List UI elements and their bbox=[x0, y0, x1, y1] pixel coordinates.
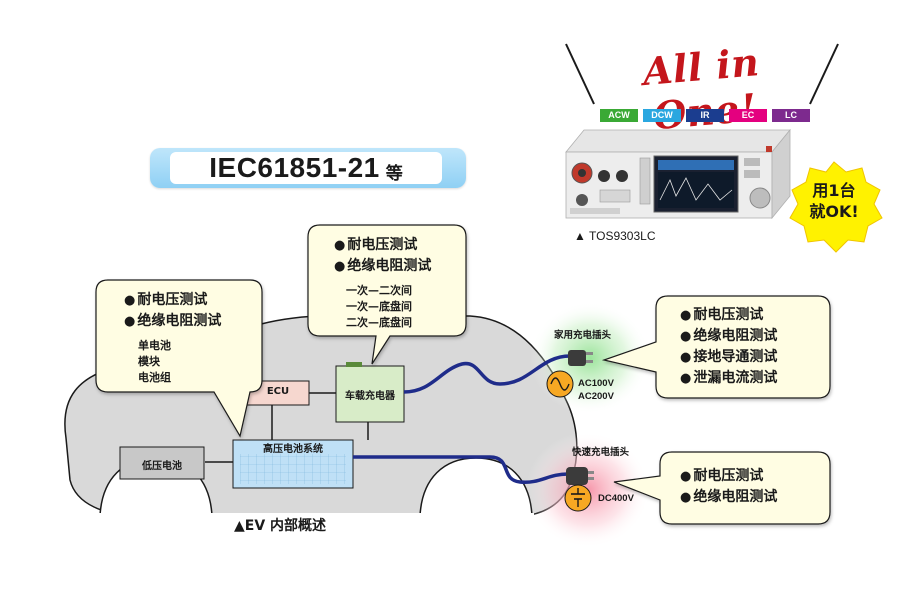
ac-source-icon bbox=[546, 370, 574, 398]
bullet-icon: ● bbox=[334, 238, 346, 253]
mode-ec: EC bbox=[729, 109, 767, 122]
bullet-icon: ● bbox=[680, 350, 692, 365]
standard-badge: IEC61851-21 等 bbox=[150, 148, 466, 188]
callout-home-plug: ●耐电压测试 ●绝缘电阻测试 ●接地导通测试 ●泄漏电流测试 bbox=[680, 305, 777, 389]
home-charge-cable bbox=[403, 354, 571, 394]
callout-home-plug-shape bbox=[601, 295, 831, 399]
battery-test-1: ●耐电压测试 bbox=[124, 292, 208, 308]
bullet-icon: ● bbox=[334, 259, 346, 274]
home-test-2: ●绝缘电阻测试 bbox=[680, 328, 778, 344]
ev-caption: ▲EV 内部概述 bbox=[234, 518, 327, 534]
fast-test-1: ●耐电压测试 bbox=[680, 468, 764, 484]
bullet-icon: ● bbox=[680, 329, 692, 344]
voltage-dc400: DC400V bbox=[598, 493, 634, 504]
standard-code: IEC61851-21 bbox=[209, 152, 380, 183]
bullet-icon: ● bbox=[124, 293, 136, 308]
charger-item-2: 一次—底盘间 bbox=[346, 300, 412, 313]
bullet-icon: ● bbox=[680, 371, 692, 386]
fast-charge-cable bbox=[353, 455, 569, 484]
home-plug-label: 家用充电插头 bbox=[554, 330, 612, 341]
standard-badge-inner: IEC61851-21 等 bbox=[170, 152, 442, 184]
fast-test-2: ●绝缘电阻测试 bbox=[680, 489, 778, 505]
battery-test-2: ●绝缘电阻测试 bbox=[124, 313, 222, 329]
all-in-one-title: All in One! bbox=[640, 39, 762, 138]
product-caption: ▲ TOS9303LC bbox=[574, 229, 656, 243]
slash-left bbox=[565, 43, 595, 105]
home-plug-icon bbox=[568, 350, 593, 366]
callout-fast-plug-shape bbox=[613, 451, 831, 525]
home-test-3: ●接地导通测试 bbox=[680, 349, 778, 365]
battery-item-pack: 电池组 bbox=[138, 371, 171, 384]
standard-suffix: 等 bbox=[385, 163, 403, 184]
home-test-1: ●耐电压测试 bbox=[680, 307, 764, 323]
callout-battery-shape bbox=[95, 279, 263, 438]
lv-battery-box bbox=[119, 446, 205, 480]
dc-source-icon bbox=[564, 484, 592, 512]
fast-plug-icon bbox=[566, 467, 594, 485]
charger-test-1: ●耐电压测试 bbox=[334, 237, 418, 253]
callout-battery: ●耐电压测试 ●绝缘电阻测试 单电池 模块 电池组 bbox=[124, 290, 221, 386]
onboard-charger-label: 车载充电器 bbox=[345, 391, 395, 402]
mode-ir: IR bbox=[686, 109, 724, 122]
mode-dcw: DCW bbox=[643, 109, 681, 122]
battery-item-module: 模块 bbox=[138, 355, 160, 368]
ok-badge-line1: 用1台 bbox=[812, 181, 856, 200]
bullet-icon: ● bbox=[124, 314, 136, 329]
home-test-4: ●泄漏电流测试 bbox=[680, 370, 778, 386]
voltage-ac100: AC100V bbox=[578, 378, 614, 389]
callout-charger: ●耐电压测试 ●绝缘电阻测试 一次—二次间 一次—底盘间 二次—底盘间 bbox=[334, 235, 431, 331]
charger-item-1: 一次—二次间 bbox=[346, 284, 412, 297]
onboard-charger-box bbox=[335, 365, 405, 423]
instrument-image bbox=[565, 128, 791, 220]
mode-lc: LC bbox=[772, 109, 810, 122]
bullet-icon: ● bbox=[680, 469, 692, 484]
lv-battery-label: 低压电池 bbox=[142, 461, 182, 472]
battery-item-cell: 单电池 bbox=[138, 339, 171, 352]
bullet-icon: ● bbox=[680, 490, 692, 505]
callout-fast-plug: ●耐电压测试 ●绝缘电阻测试 bbox=[680, 466, 777, 508]
charger-test-2: ●绝缘电阻测试 bbox=[334, 258, 432, 274]
callout-charger-shape bbox=[307, 224, 467, 365]
ok-badge-text: 用1台 就OK! bbox=[792, 180, 876, 222]
voltage-ac200: AC200V bbox=[578, 391, 614, 402]
ok-badge-starburst bbox=[789, 161, 883, 253]
home-voltage-list: AC100V AC200V bbox=[578, 377, 614, 403]
ok-badge-line2: 就OK! bbox=[809, 202, 859, 221]
hv-battery-label: 高压电池系统 bbox=[263, 444, 323, 455]
charger-item-3: 二次—底盘间 bbox=[346, 316, 412, 329]
fast-plug-label: 快速充电插头 bbox=[572, 447, 630, 458]
ecu-label: ECU bbox=[266, 386, 290, 397]
mode-acw: ACW bbox=[600, 109, 638, 122]
bullet-icon: ● bbox=[680, 308, 692, 323]
slash-right bbox=[809, 43, 839, 105]
test-mode-row: ACW DCW IR EC LC bbox=[600, 109, 810, 122]
